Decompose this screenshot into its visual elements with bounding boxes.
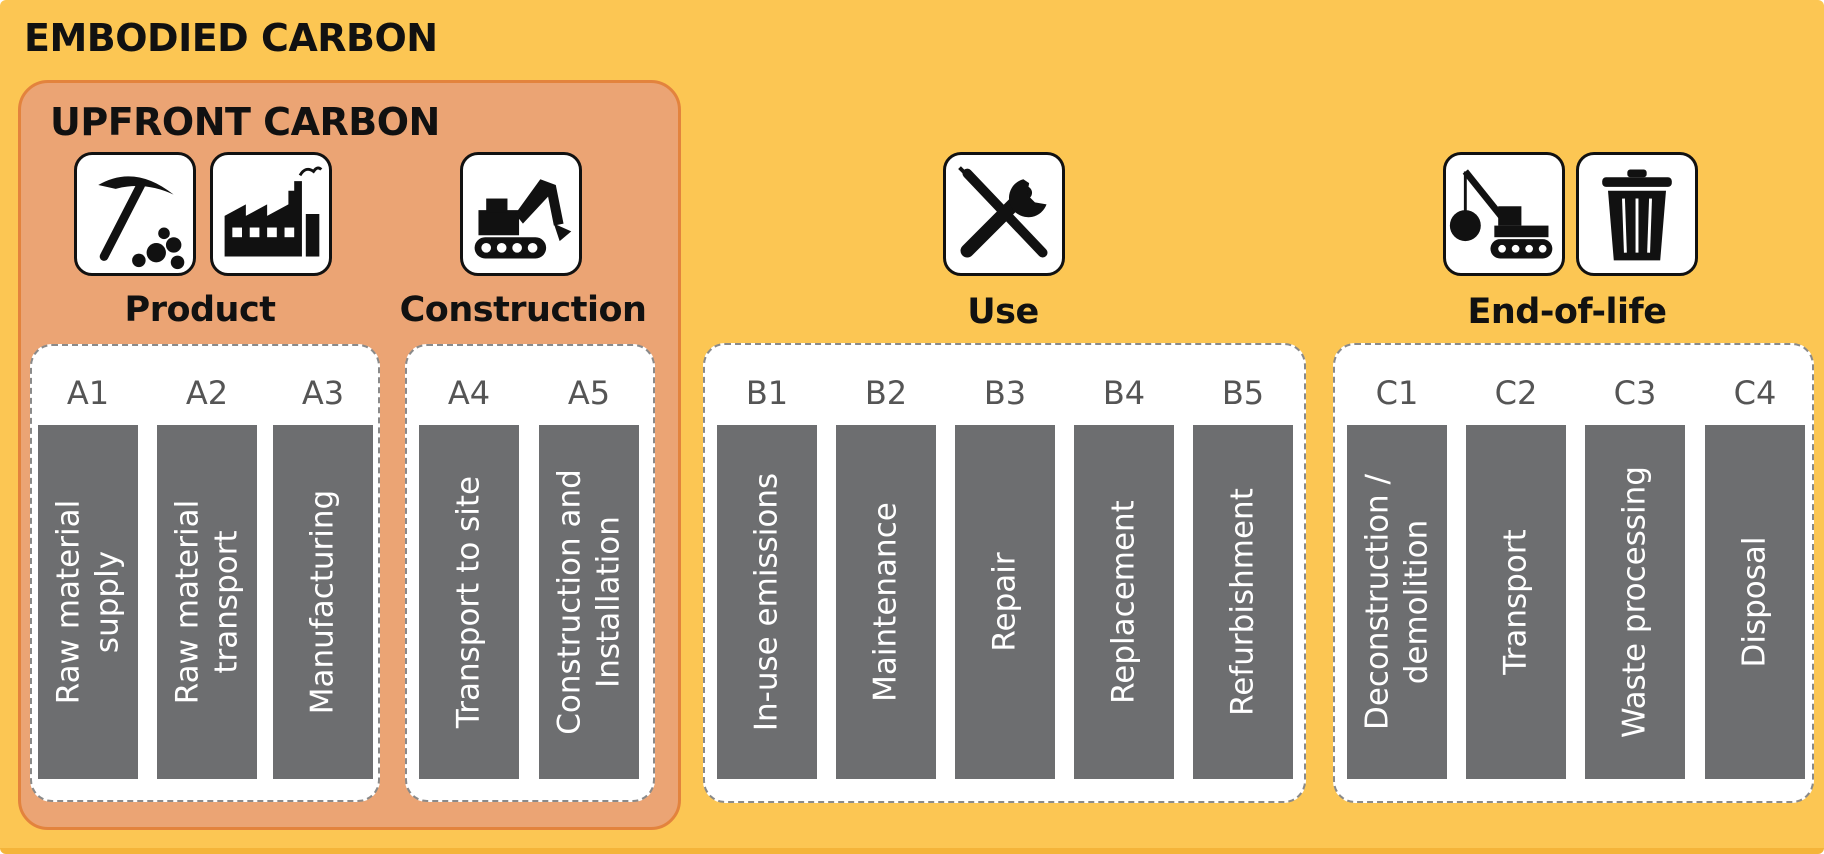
upfront-carbon-title: UPFRONT CARBON (50, 100, 440, 144)
module-label-a1: Raw material supply (50, 499, 125, 705)
module-bar-a1: Raw material supply (38, 425, 138, 779)
module-bar-c2: Transport (1466, 425, 1566, 779)
module-bar-b4: Replacement (1074, 425, 1174, 779)
module-bar-a5: Construction and Installation (539, 425, 639, 779)
module-label-b2: Maintenance (867, 502, 904, 702)
module-code-c1: C1 (1375, 374, 1419, 412)
module-bar-a3: Manufacturing (273, 425, 373, 779)
module-bar-b1: In-use emissions (717, 425, 817, 779)
module-bar-c3: Waste processing (1585, 425, 1685, 779)
module-label-a3: Manufacturing (304, 489, 341, 715)
module-label-a2: Raw material transport (169, 499, 244, 705)
module-code-b1: B1 (745, 374, 789, 412)
embodied-carbon-title: EMBODIED CARBON (24, 16, 438, 60)
module-bar-b2: Maintenance (836, 425, 936, 779)
phase-label-construction: Construction (399, 290, 647, 330)
module-label-a4: Transport to site (450, 475, 487, 729)
phase-label-end-of-life: End-of-life (1467, 292, 1667, 332)
module-bar-b3: Repair (955, 425, 1055, 779)
excavator-icon (460, 152, 582, 276)
module-label-b4: Replacement (1105, 500, 1142, 704)
module-label-c4: Disposal (1736, 536, 1773, 668)
module-label-b5: Refurbishment (1224, 488, 1261, 716)
module-code-c3: C3 (1613, 374, 1657, 412)
module-code-a3: A3 (301, 374, 345, 412)
module-label-a5: Construction and Installation (551, 469, 626, 735)
module-label-c3: Waste processing (1616, 466, 1653, 738)
module-code-c4: C4 (1733, 374, 1777, 412)
module-code-b2: B2 (864, 374, 908, 412)
module-label-c2: Transport (1497, 529, 1534, 675)
demolition-crane-icon (1443, 152, 1565, 276)
tools-icon (943, 152, 1065, 276)
module-bar-a2: Raw material transport (157, 425, 257, 779)
module-bar-c1: Deconstruction / demolition (1347, 425, 1447, 779)
factory-icon (210, 152, 332, 276)
module-code-b5: B5 (1221, 374, 1265, 412)
module-code-b3: B3 (983, 374, 1027, 412)
module-code-c2: C2 (1494, 374, 1538, 412)
module-code-b4: B4 (1102, 374, 1146, 412)
module-bar-b5: Refurbishment (1193, 425, 1293, 779)
module-label-b3: Repair (986, 552, 1023, 652)
phase-label-product: Product (124, 290, 276, 330)
module-code-a1: A1 (66, 374, 110, 412)
trash-can-icon (1576, 152, 1698, 276)
pickaxe-icon (74, 152, 196, 276)
module-label-c1: Deconstruction / demolition (1359, 473, 1434, 731)
module-code-a4: A4 (447, 374, 491, 412)
module-bar-a4: Transport to site (419, 425, 519, 779)
module-code-a5: A5 (567, 374, 611, 412)
phase-label-use: Use (967, 292, 1039, 332)
module-label-b1: In-use emissions (748, 472, 785, 732)
module-code-a2: A2 (185, 374, 229, 412)
module-bar-c4: Disposal (1705, 425, 1805, 779)
